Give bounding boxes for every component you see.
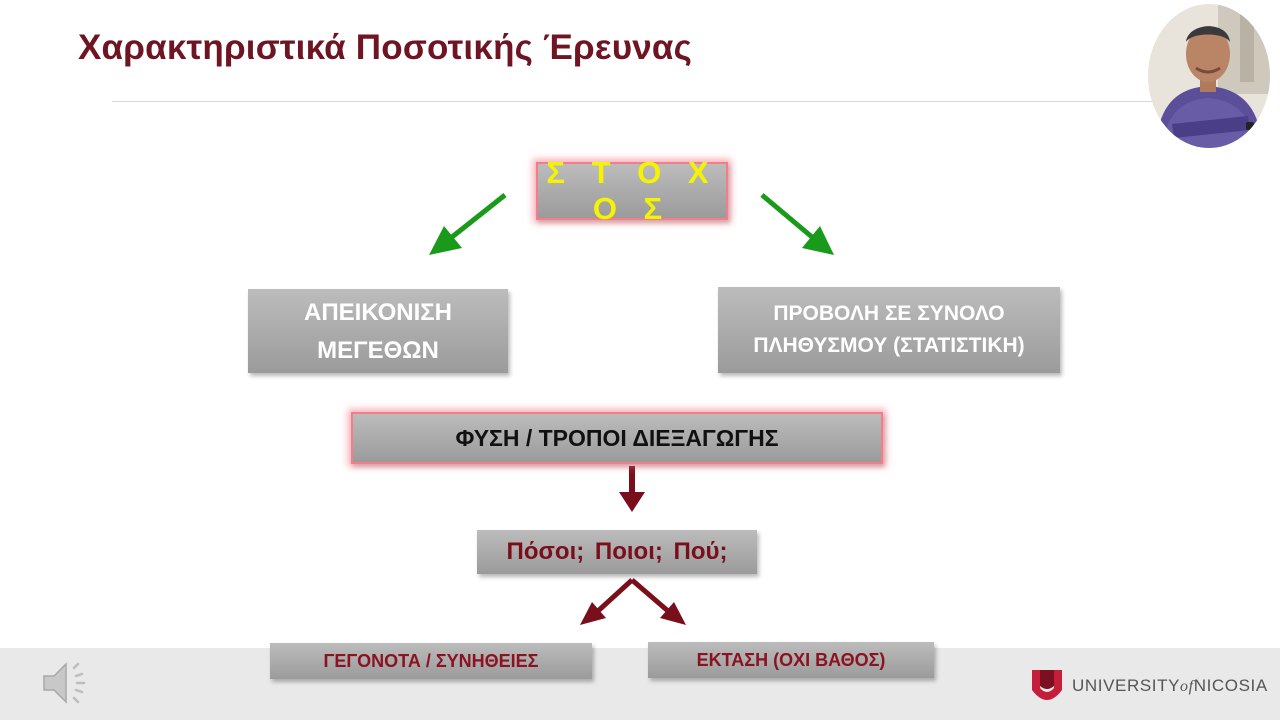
university-name-part1: UNIVERSITY (1072, 676, 1180, 695)
goal-box: Σ Τ Ο Χ Ο Σ (536, 162, 728, 220)
visualization-line1: ΑΠΕΙΚΟΝΙΣΗ (304, 294, 452, 332)
projection-line1: ΠΡΟΒΟΛΗ ΣΕ ΣΥΝΟΛΟ (753, 298, 1024, 330)
green-arrow-right (762, 195, 834, 255)
visualization-box: ΑΠΕΙΚΟΝΙΣΗ ΜΕΓΕΘΩΝ (248, 289, 508, 373)
split-arrow-left (580, 580, 632, 625)
split-arrow-right (632, 580, 686, 625)
speaker-icon[interactable] (38, 656, 94, 710)
university-name-part2: NICOSIA (1194, 676, 1268, 695)
questions-box: Πόσοι; Ποιοι; Πού; (477, 530, 757, 574)
green-arrow-left (429, 195, 505, 255)
projection-box: ΠΡΟΒΟΛΗ ΣΕ ΣΥΝΟΛΟ ΠΛΗΘΥΣΜΟΥ (ΣΤΑΤΙΣΤΙΚΗ) (718, 287, 1060, 373)
method-box: ΦΥΣΗ / ΤΡΟΠΟΙ ΔΙΕΞΑΓΩΓΗΣ (351, 412, 883, 464)
university-name: UNIVERSITYofNICOSIA (1072, 676, 1268, 696)
university-name-of: of (1180, 678, 1194, 695)
visualization-line2: ΜΕΓΕΘΩΝ (304, 332, 452, 370)
university-logo-icon (1030, 666, 1064, 704)
extent-box: ΕΚΤΑΣΗ (ΟΧΙ ΒΑΘΟΣ) (648, 642, 934, 678)
facts-box: ΓΕΓΟΝΟΤΑ / ΣΥΝΗΘΕΙΕΣ (270, 643, 592, 679)
projection-line2: ΠΛΗΘΥΣΜΟΥ (ΣΤΑΤΙΣΤΙΚΗ) (753, 330, 1024, 362)
down-arrow (619, 466, 645, 512)
